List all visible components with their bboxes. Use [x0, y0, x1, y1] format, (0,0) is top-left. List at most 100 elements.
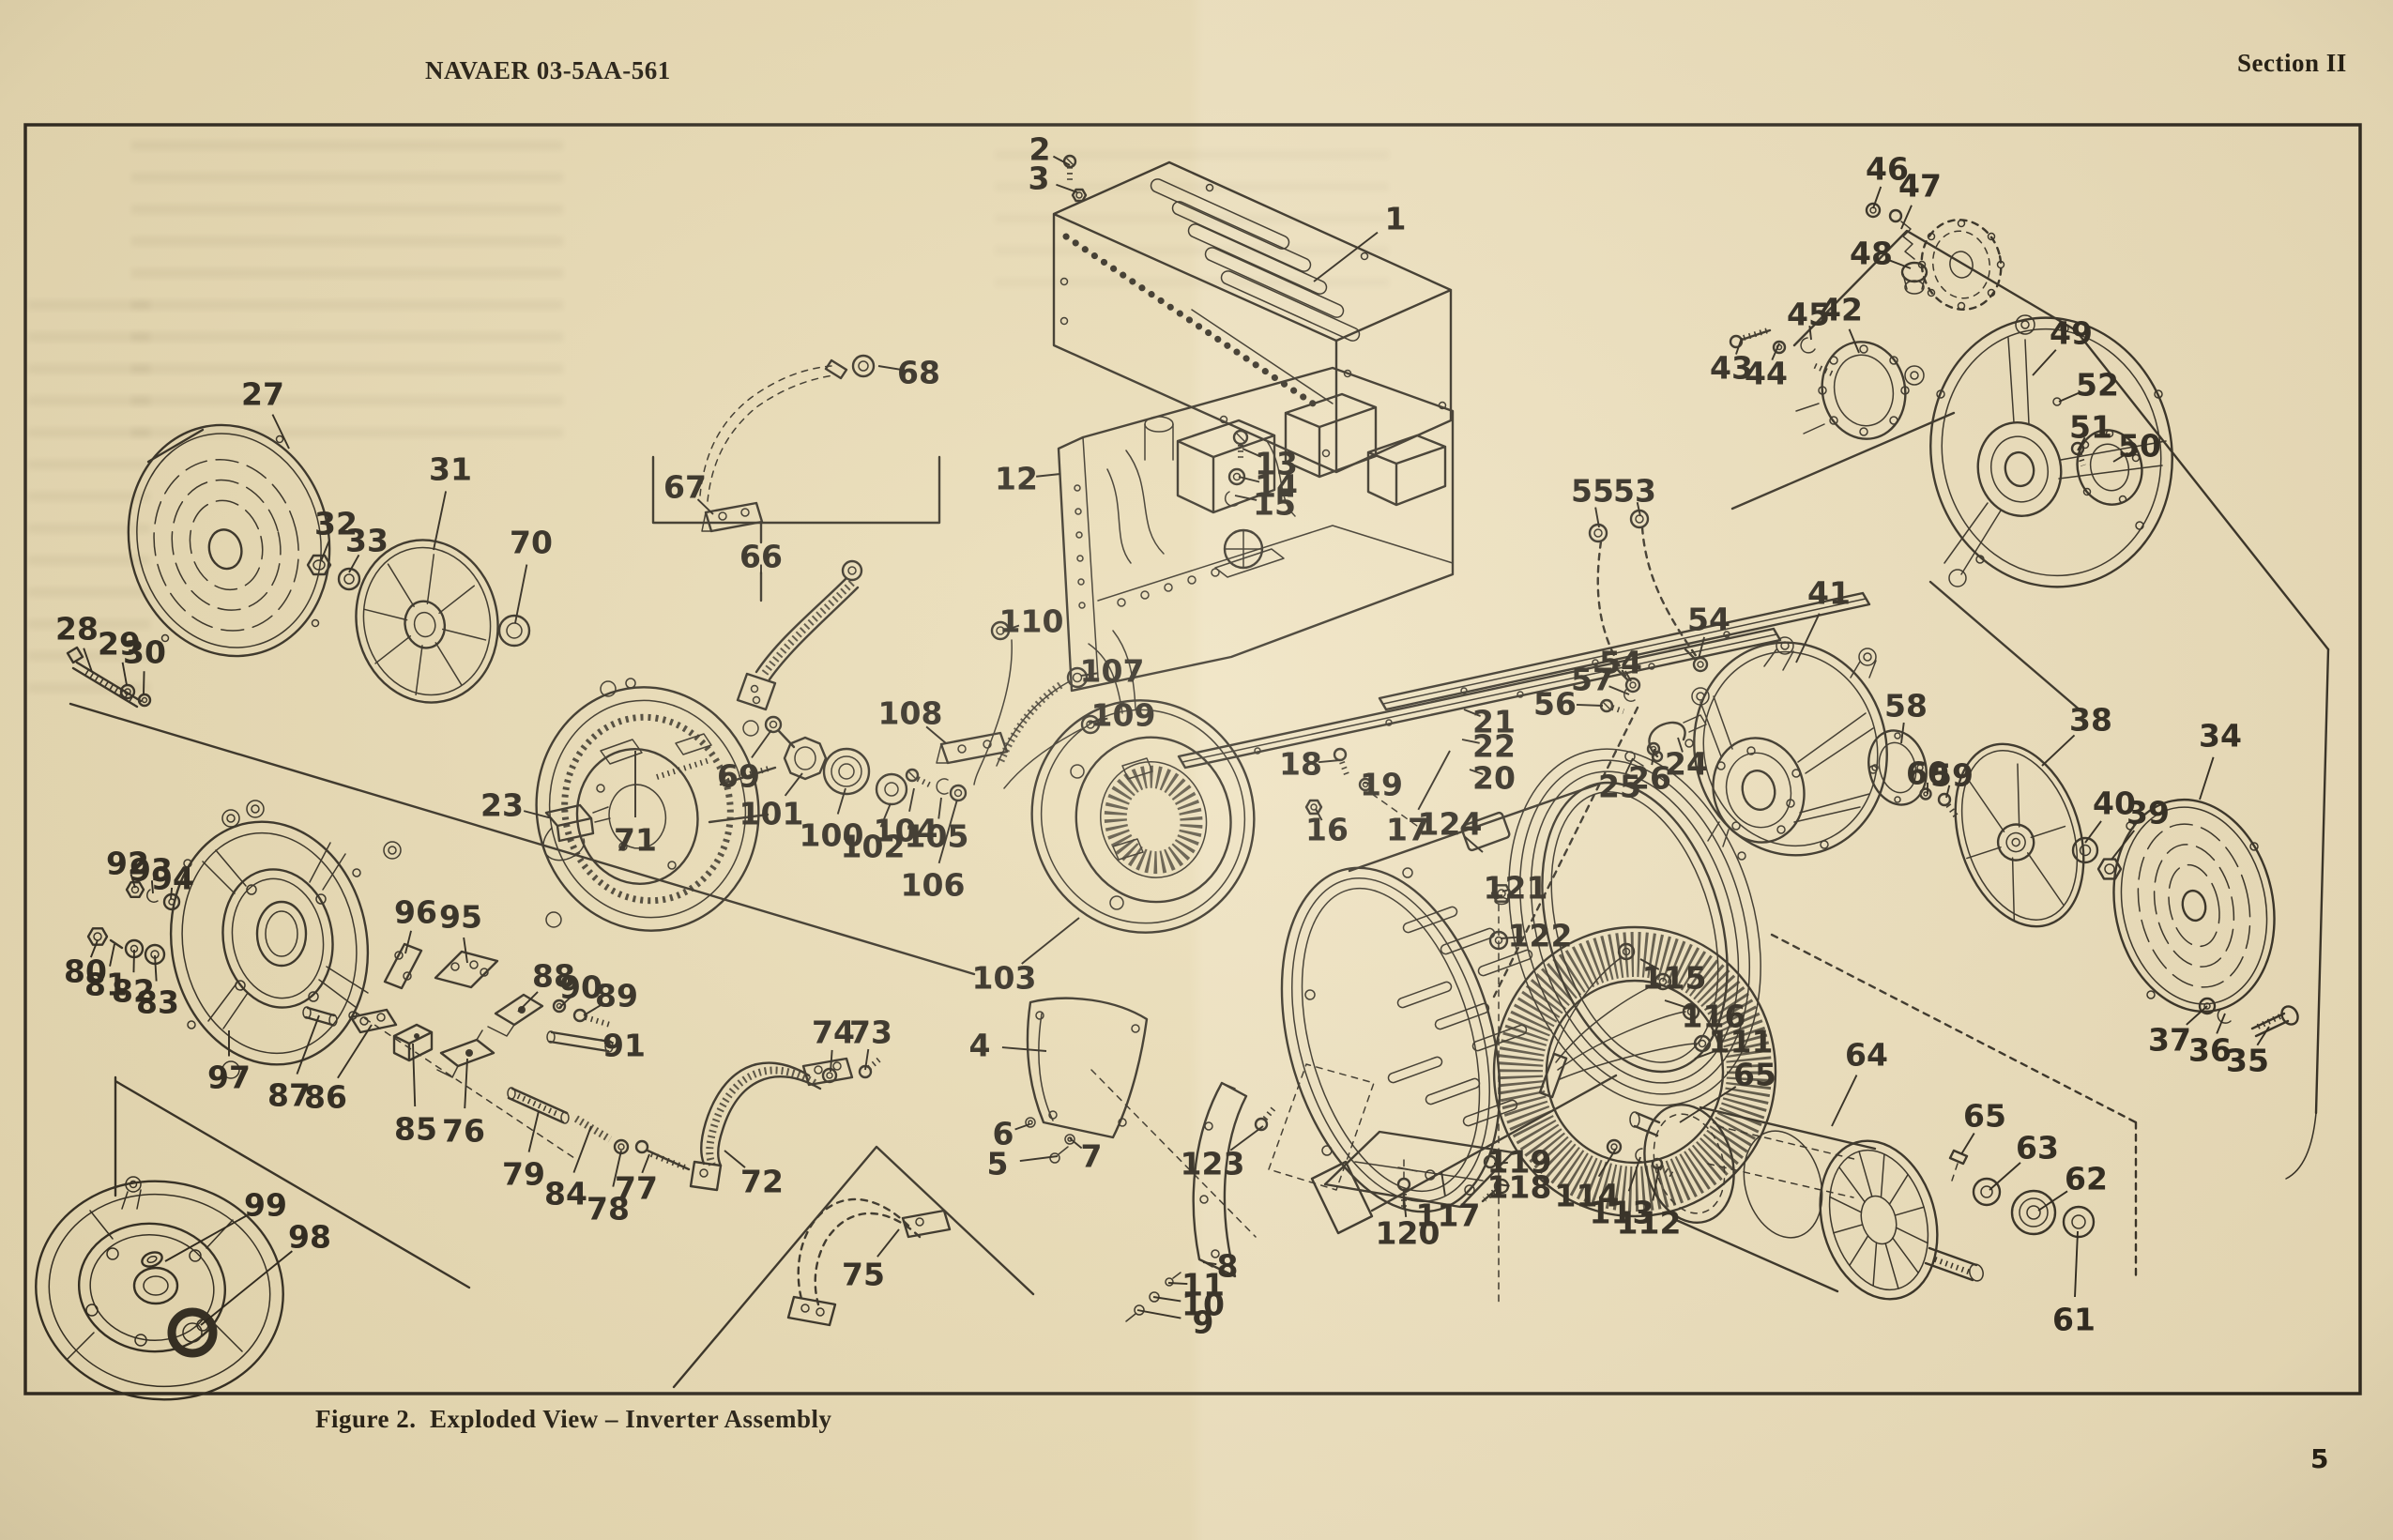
- callout-leader-102: [879, 802, 892, 828]
- part-callout-73: 73: [849, 1014, 892, 1051]
- callout-leader-21: [1463, 709, 1481, 718]
- part-callout-65: 65: [1963, 1098, 2006, 1135]
- part-callout-97: 97: [207, 1060, 251, 1096]
- callout-leader-95: [463, 937, 468, 964]
- part-stator: [1492, 925, 1777, 1218]
- callout-leader-67: [696, 498, 714, 515]
- part-callout-112: 112: [1617, 1205, 1682, 1242]
- callout-leader-9: [1136, 1309, 1181, 1319]
- callout-leader-84: [572, 1125, 592, 1173]
- part-callout-5: 5: [987, 1146, 1009, 1182]
- callout-leader-111: [1694, 1048, 1721, 1060]
- part-callout-55: 55: [1571, 473, 1614, 510]
- callout-leader-52: [2058, 391, 2081, 403]
- part-callout-107: 107: [1080, 653, 1145, 690]
- callout-leader-76: [464, 1058, 468, 1109]
- callout-leader-10: [1152, 1296, 1181, 1303]
- callout-leader-20: [1469, 769, 1484, 775]
- part-callout-50: 50: [2118, 428, 2161, 465]
- part-callout-90: 90: [559, 969, 602, 1006]
- callout-leader-49: [2032, 349, 2057, 376]
- part-callout-56: 56: [1533, 686, 1577, 723]
- part-front-bracket: [169, 800, 402, 1079]
- callout-leader-16: [1315, 808, 1323, 821]
- section-title: Section II: [2237, 49, 2347, 77]
- part-callout-87: 87: [267, 1077, 311, 1114]
- part-callout-4: 4: [969, 1028, 991, 1064]
- callout-leader-113: [1627, 1156, 1641, 1192]
- callout-leader-96: [404, 930, 412, 954]
- part-callout-22: 22: [1472, 728, 1516, 765]
- part-callout-96: 96: [394, 894, 437, 931]
- part-gasket-58: [1867, 729, 1960, 820]
- part-callout-47: 47: [1898, 168, 1942, 205]
- callout-leader-58: [1900, 722, 1905, 744]
- part-callout-10: 10: [1181, 1287, 1225, 1323]
- callout-leader-23: [523, 810, 553, 819]
- part-callout-64: 64: [1845, 1037, 1888, 1074]
- page-number: 5: [2310, 1443, 2329, 1474]
- part-callout-61: 61: [2052, 1302, 2096, 1338]
- callout-leader-115: [1639, 958, 1660, 970]
- callout-leader-32: [320, 540, 330, 562]
- callout-leader-62: [2037, 1190, 2068, 1212]
- callout-leader-36: [2216, 1013, 2226, 1034]
- part-callout-42: 42: [1820, 292, 1863, 328]
- part-callout-88: 88: [532, 958, 575, 995]
- part-callout-105: 105: [905, 818, 969, 855]
- part-callout-62: 62: [2065, 1161, 2108, 1197]
- part-callout-48: 48: [1850, 236, 1893, 272]
- callout-leader-45: [1808, 326, 1812, 341]
- part-callout-60: 60: [1906, 755, 1949, 792]
- callout-leader-119: [1493, 1161, 1508, 1165]
- part-callout-57: 57: [1571, 662, 1614, 698]
- callout-leader-79: [527, 1110, 540, 1152]
- part-callout-72: 72: [740, 1164, 784, 1200]
- callout-leader-72: [724, 1150, 746, 1168]
- part-main-housing: [1280, 748, 1761, 1213]
- callout-leader-3: [1056, 183, 1078, 193]
- callout-leader-120: [1403, 1197, 1408, 1217]
- callout-leader-57: [1608, 685, 1630, 695]
- part-callout-84: 84: [544, 1176, 587, 1212]
- part-callout-33: 33: [345, 523, 389, 559]
- part-callout-78: 78: [587, 1191, 630, 1227]
- part-ground-straps: [542, 803, 952, 1327]
- part-callout-54: 54: [1599, 645, 1642, 681]
- part-callout-9: 9: [1193, 1304, 1214, 1341]
- construction-lines: [69, 229, 2330, 1389]
- callout-leader-80: [89, 939, 99, 958]
- callout-leader-73: [864, 1048, 870, 1071]
- callout-leader-104: [908, 787, 915, 812]
- part-callout-116: 116: [1682, 999, 1746, 1035]
- part-callout-32: 32: [314, 506, 358, 542]
- callout-leader-6: [1014, 1123, 1030, 1131]
- part-callout-117: 117: [1416, 1197, 1481, 1234]
- part-cover-bands: [1025, 997, 1375, 1322]
- callout-leader-83: [154, 954, 158, 982]
- part-gear-housing: [35, 1176, 284, 1401]
- part-callout-31: 31: [429, 451, 472, 488]
- part-callout-108: 108: [878, 695, 943, 732]
- part-cover-assembly: [1052, 154, 1453, 474]
- callout-leader-59: [1945, 785, 1951, 799]
- callout-leader-11: [1167, 1282, 1188, 1286]
- callout-leader-51: [2077, 436, 2086, 451]
- callout-leader-65: [1960, 1132, 1975, 1155]
- part-callout-82: 82: [112, 973, 155, 1010]
- callout-leader-122: [1500, 936, 1523, 939]
- part-callout-123: 123: [1181, 1146, 1245, 1182]
- part-callout-49: 49: [2050, 315, 2093, 352]
- callout-leader-116: [1664, 999, 1693, 1011]
- part-callout-13: 13: [1255, 446, 1298, 482]
- callout-leader-25: [1624, 757, 1634, 774]
- part-end-bell: [1684, 636, 1888, 861]
- part-chassis-assembly: [1057, 366, 1455, 693]
- part-callout-75: 75: [842, 1257, 885, 1293]
- part-callout-76: 76: [442, 1113, 485, 1150]
- figure-caption: Figure 2. Exploded View – Inverter Assem…: [315, 1405, 832, 1433]
- part-callout-103: 103: [972, 960, 1037, 997]
- part-callout-24: 24: [1665, 746, 1708, 783]
- callout-leader-101: [784, 772, 803, 797]
- part-callout-58: 58: [1884, 688, 1928, 724]
